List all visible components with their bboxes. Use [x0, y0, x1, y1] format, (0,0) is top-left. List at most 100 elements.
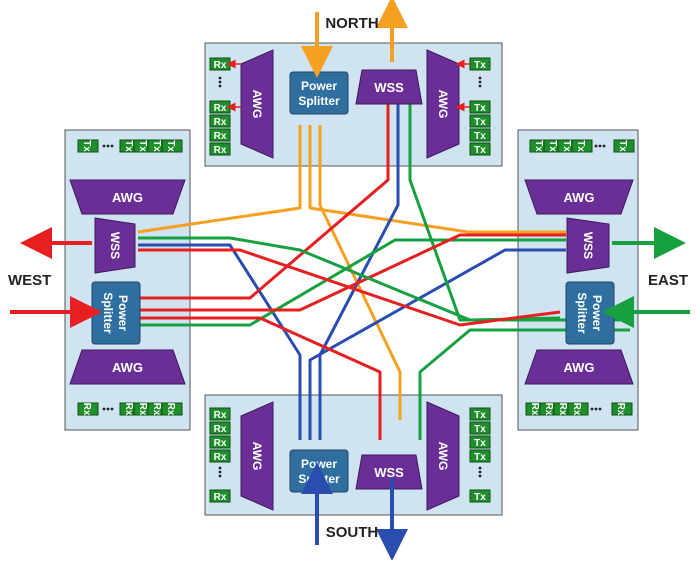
north-tx-top-label: Tx — [474, 60, 486, 71]
south-tx-ellipsis-dot — [478, 466, 482, 470]
east-tx-last: Tx — [613, 139, 635, 153]
east-wss: WSS — [566, 217, 610, 274]
north-tx-1: Tx — [469, 114, 491, 128]
east-tx-ellipsis-dot — [594, 144, 598, 148]
north-rx-awg-label: AWG — [250, 90, 264, 119]
fiber-north-to-west — [137, 125, 302, 234]
west-rx-2-label: Rx — [151, 403, 162, 416]
south-rx-1-label: Rx — [214, 424, 227, 435]
east-rx-last: Rx — [611, 402, 633, 416]
east-rx-0-label: Rx — [529, 403, 540, 416]
west-rx-ellipsis-dot — [106, 407, 110, 411]
north-rx-3-label: Rx — [214, 145, 227, 156]
east-tx-awg: AWG — [524, 179, 634, 215]
north-tx-top: Tx — [469, 57, 491, 71]
south-rx-awg: AWG — [240, 401, 274, 511]
south-tx-1-label: Tx — [474, 424, 486, 435]
west-tx-0-label: Tx — [123, 140, 134, 152]
east-rx-ellipsis-dot — [594, 407, 598, 411]
east-rx-1-label: Rx — [543, 403, 554, 416]
west-rx-ellipsis-dot — [110, 407, 114, 411]
east-tx-last-label: Tx — [617, 140, 628, 152]
north-tx-0: Tx — [469, 100, 491, 114]
east-tx-2-label: Tx — [561, 140, 572, 152]
fiber-south-to-west — [138, 243, 302, 440]
west-rx-first: Rx — [77, 402, 99, 416]
east-tx-awg-label: AWG — [563, 190, 594, 205]
west-power-splitter-label-2: Splitter — [101, 292, 115, 334]
west-rx-first-label: Rx — [81, 403, 92, 416]
south-label: SOUTH — [326, 524, 379, 541]
south-rx-2-label: Rx — [214, 438, 227, 449]
south-tx-2: Tx — [469, 435, 491, 449]
south-rx-ellipsis-dot — [218, 466, 222, 470]
fiber-south-to-east — [308, 248, 566, 440]
east-label: EAST — [648, 272, 688, 289]
east-tx-ellipsis-dot — [602, 144, 606, 148]
east-rx-2-label: Rx — [557, 403, 568, 416]
north-rx-ellipsis-dot — [218, 84, 222, 88]
fiber-west-to-north — [138, 104, 390, 300]
west-power-splitter-label-1: Power — [116, 295, 130, 331]
west-label: WEST — [8, 272, 51, 289]
fiber-east-to-north — [408, 104, 630, 322]
east-rx-3: Rx — [567, 402, 589, 416]
west-node-panel — [64, 129, 191, 431]
north-tx-3: Tx — [469, 142, 491, 156]
south-rx-bottom: Rx — [209, 489, 231, 503]
south-rx-3-label: Rx — [214, 452, 227, 463]
east-rx-3-label: Rx — [571, 403, 582, 416]
north-tx-1-label: Tx — [474, 117, 486, 128]
north-rx-ellipsis-dot — [218, 76, 222, 80]
east-power-splitter-label-1: Power — [590, 295, 604, 331]
south-rx-ellipsis-dot — [218, 470, 222, 474]
east-wss-label: WSS — [581, 232, 595, 259]
north-rx-1-label: Rx — [214, 117, 227, 128]
south-rx-0: Rx — [209, 407, 231, 421]
east-power-splitter-label-2: Splitter — [575, 292, 589, 334]
east-tx-0-label: Tx — [533, 140, 544, 152]
north-tx-awg: AWG — [426, 49, 460, 159]
south-wss: WSS — [355, 454, 423, 490]
fiber-west-to-east-2 — [138, 248, 561, 327]
north-rx-3: Rx — [209, 142, 231, 156]
south-tx-ellipsis-dot — [478, 474, 482, 478]
south-tx-3: Tx — [469, 449, 491, 463]
interconnect-fibers — [137, 104, 630, 440]
north-wss: WSS — [355, 69, 423, 105]
north-power-splitter-label-1: Power — [301, 79, 337, 93]
south-tx-ellipsis-dot — [478, 470, 482, 474]
north-rx-top: Rx — [209, 57, 231, 71]
west-rx-3: Rx — [161, 402, 183, 416]
west-tx-3: Tx — [161, 139, 183, 153]
west-tx-first-label: Tx — [81, 140, 92, 152]
west-tx-awg-label: AWG — [112, 190, 143, 205]
south-tx-0-label: Tx — [474, 410, 486, 421]
east-rx-awg-label: AWG — [563, 360, 594, 375]
north-tx-ellipsis-dot — [478, 76, 482, 80]
south-rx-1: Rx — [209, 421, 231, 435]
north-wss-label: WSS — [374, 80, 404, 95]
north-power-splitter-label-2: Splitter — [298, 94, 340, 108]
south-rx-bottom-label: Rx — [214, 492, 227, 503]
south-tx-bottom: Tx — [469, 489, 491, 503]
west-tx-ellipsis-dot — [102, 144, 106, 148]
south-rx-3: Rx — [209, 449, 231, 463]
north-rx-0: Rx — [209, 100, 231, 114]
north-tx-3-label: Tx — [474, 145, 486, 156]
north-rx-top-label: Rx — [214, 60, 227, 71]
fiber-south-to-north — [318, 104, 400, 440]
north-tx-2: Tx — [469, 128, 491, 142]
west-rx-0-label: Rx — [123, 403, 134, 416]
north-tx-awg-label: AWG — [436, 90, 450, 119]
east-tx-1-label: Tx — [547, 140, 558, 152]
east-tx-3-label: Tx — [575, 140, 586, 152]
north-rx-2: Rx — [209, 128, 231, 142]
west-tx-1-label: Tx — [137, 140, 148, 152]
fiber-east-to-south — [418, 328, 630, 440]
east-node-panel — [517, 129, 639, 431]
